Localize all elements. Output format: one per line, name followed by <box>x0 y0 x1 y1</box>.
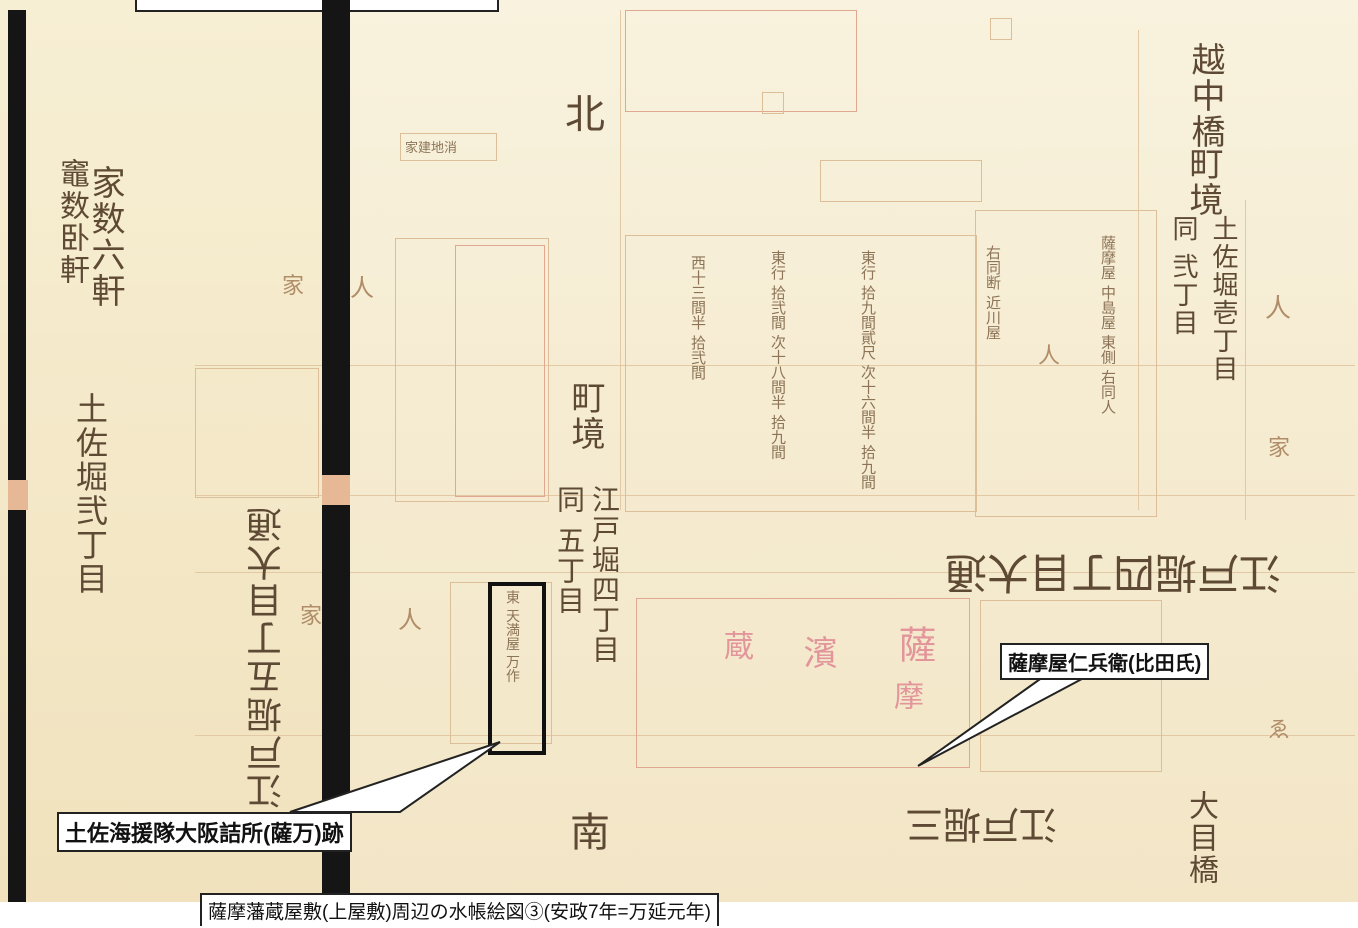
street-line <box>195 365 1355 366</box>
sheet-seam-bar <box>322 0 350 475</box>
record-block <box>975 210 1157 517</box>
record-text: 薩摩屋 中島屋 東側 右同人 <box>1099 235 1117 415</box>
tosabori-2-label: 同 弐丁目 <box>1168 215 1198 338</box>
record-block <box>820 160 982 202</box>
street-line <box>195 735 1355 736</box>
right-edge-mark: 家 <box>1268 436 1291 461</box>
red-stamp-ma: 摩 <box>888 680 923 712</box>
etchu-bashi-label: 越中橋 <box>1185 42 1225 150</box>
street-line <box>195 495 1355 496</box>
hito-label: 人 <box>350 274 374 302</box>
edobori-4-label: 江戸堀四丁目 <box>588 485 621 665</box>
binding-bar <box>8 510 26 902</box>
street-line <box>620 10 621 510</box>
red-stamp-kura: 蔵 <box>718 630 753 662</box>
hito-label: 人 <box>1038 344 1061 369</box>
hito-label: 人 <box>1265 294 1292 324</box>
red-stamp-satsu: 薩 <box>892 625 936 665</box>
ie-label: 家 <box>282 274 305 299</box>
kamadokazu-text: 竈数卧軒 <box>54 158 89 286</box>
record-text-satsuman: 東 天満屋 万作 <box>504 590 520 683</box>
record-text: 東行 拾九間貮尺 次十六間半 拾九間 <box>859 250 877 490</box>
record-text: 右同断 近川屋 <box>984 245 1002 340</box>
right-edge-mark: ゑ <box>1268 718 1291 743</box>
kurayashiki-block <box>636 598 970 768</box>
red-stamp-hama: 濱 <box>797 635 837 671</box>
tosa-kaientai-label: 土佐海援隊大阪詰所(薩万)跡 <box>57 812 352 852</box>
ohime-bashi-label: 大目橋 <box>1183 790 1218 886</box>
record-block <box>195 368 319 498</box>
top-cropped-label <box>135 0 499 12</box>
iekazu-text: 家数六軒 <box>85 165 125 309</box>
red-block-top <box>625 10 857 112</box>
record-block <box>980 600 1162 772</box>
north-label: 北 <box>565 92 605 138</box>
caption-box-kawachi <box>400 133 497 161</box>
map-caption: 薩摩藩蔵屋敷(上屋敷)周辺の水帳絵図③(安政7年=万延元年) <box>200 893 719 926</box>
record-block-red <box>455 245 545 497</box>
tosa-pointer <box>289 741 501 813</box>
record-text: 東行 拾弐間 次十八間半 拾九間 <box>769 250 787 460</box>
satsuman-highlight-box <box>488 582 546 755</box>
edobori-5-label: 同 五丁目 <box>553 485 586 616</box>
street-line <box>195 572 1355 573</box>
record-block <box>395 238 549 502</box>
tosabori-1-label: 土佐堀壱丁目 <box>1208 215 1238 383</box>
map-paper-left <box>0 0 335 902</box>
satsumaya-label: 薩摩屋仁兵衛(比田氏) <box>1000 643 1210 680</box>
record-block <box>625 235 977 512</box>
binding-bar <box>8 10 26 480</box>
south-label: 南 <box>570 810 610 856</box>
small-square <box>990 18 1012 40</box>
binding-gap <box>8 480 28 510</box>
street-line <box>1245 200 1246 520</box>
small-square <box>762 92 784 114</box>
machisakai-label: 町境 <box>1183 146 1223 218</box>
ie-label: 家 <box>300 604 323 629</box>
kawachi-label: 家建地消 <box>405 141 458 156</box>
hito-label: 人 <box>398 606 422 634</box>
street-line <box>1138 30 1139 510</box>
satsumaya-pointer <box>917 671 1096 767</box>
record-text: 西十三間半 拾弐間 <box>689 255 707 380</box>
sheet-seam-gap <box>322 475 350 505</box>
tosabori-left-text: 土佐堀弐丁目 <box>71 392 109 596</box>
machisakai-2-label: 町境 <box>565 380 605 452</box>
